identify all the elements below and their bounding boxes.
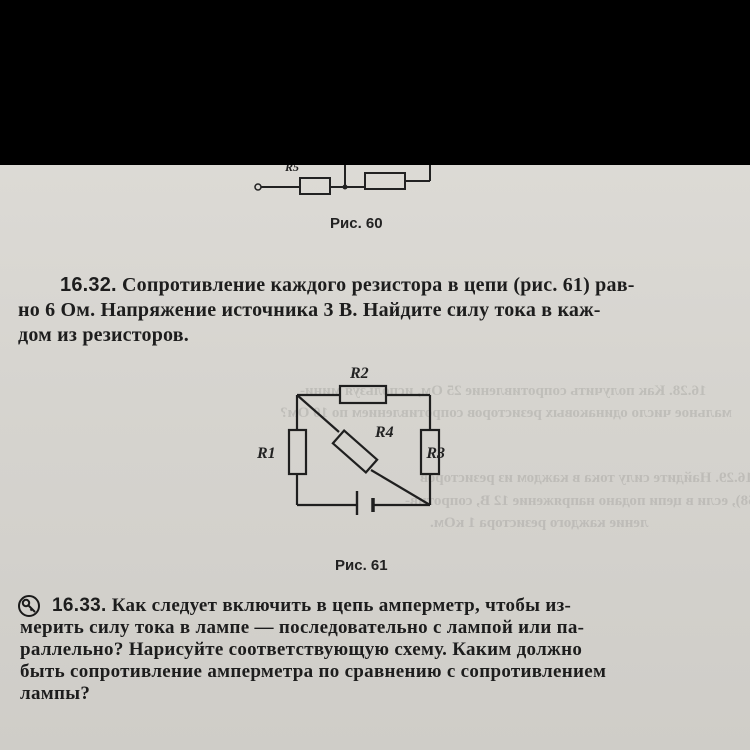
figure-60-fragment: R5 xyxy=(254,165,431,195)
resistor-r4 xyxy=(331,429,379,474)
r5-label: R5 xyxy=(284,165,299,174)
problem-16-33: 16.33. Как следует включить в цепь ампер… xyxy=(20,595,606,705)
problem-number: 16.33. xyxy=(52,595,107,616)
problem-number: 16.32. xyxy=(60,274,117,296)
figure-61-caption: Рис. 61 xyxy=(335,557,388,574)
problem-text-line: лампы? xyxy=(20,683,91,704)
figure-60-caption: Рис. 60 xyxy=(330,215,383,232)
resistor-r1 xyxy=(287,428,308,476)
problem-text-line: раллельно? Нарисуйте соответствующую схе… xyxy=(20,639,583,660)
figure-61-circuit: R2 R1 R3 R4 xyxy=(256,365,445,515)
key-icon xyxy=(18,595,40,617)
problem-text-line: мерить силу тока в лампе — последователь… xyxy=(20,617,585,638)
problem-text-line: 16.32. Сопротивление каждого резистора в… xyxy=(60,274,635,296)
bleed-through-line: 16.29. Найдите силу тока в каждом из рез… xyxy=(420,470,750,486)
problem-text-line: но 6 Ом. Напряжение источника 3 В. Найди… xyxy=(18,299,601,321)
r2-label: R2 xyxy=(349,365,369,382)
bleed-through-line: (рис. 58), если в цепи подано напряжение… xyxy=(405,493,750,509)
r3-label: R3 xyxy=(425,445,445,462)
problem-text-line: дом из резисторов. xyxy=(18,324,189,346)
r4-label: R4 xyxy=(374,424,394,441)
problem-16-32: 16.32. Сопротивление каждого резистора в… xyxy=(18,273,635,348)
bleed-through-line: ление каждого резистора 1 кОм. xyxy=(430,515,649,531)
resistor-r2 xyxy=(338,384,388,405)
problem-text-line: 16.33. Как следует включить в цепь ампер… xyxy=(52,595,572,616)
problem-text-line: быть сопротивление амперметра по сравнен… xyxy=(20,661,607,682)
book-page: 16.28. Как получить сопротивление 25 Ом,… xyxy=(0,165,750,750)
r1-label: R1 xyxy=(256,445,276,462)
